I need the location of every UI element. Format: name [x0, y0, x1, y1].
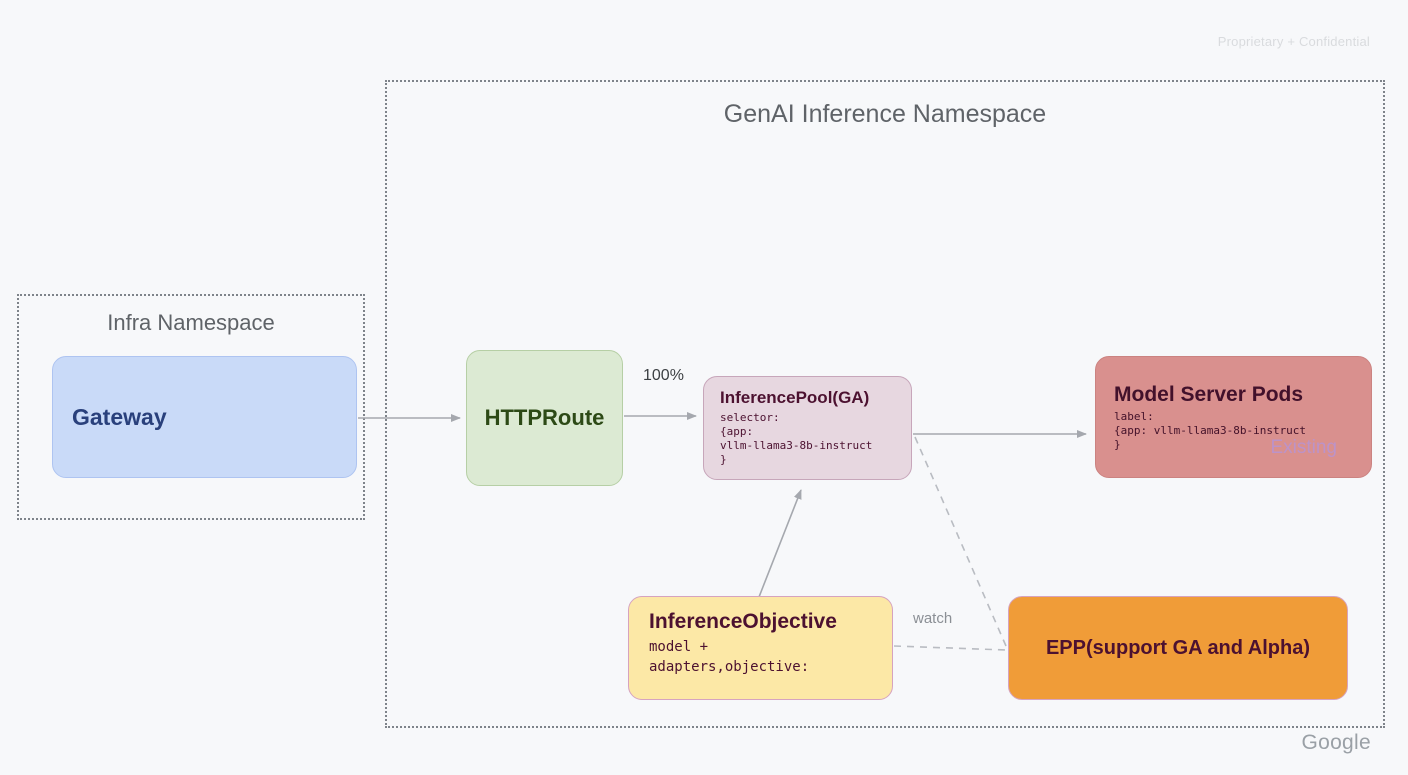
google-logo: Google [1301, 731, 1371, 754]
inference-pool-node: InferencePool(GA) selector: {app: vllm-l… [703, 376, 912, 480]
epp-label: EPP(support GA and Alpha) [1045, 636, 1311, 659]
model-server-pods-code-line: } [1114, 438, 1121, 451]
inference-objective-code-line: model + [649, 639, 709, 655]
epp-node: EPP(support GA and Alpha) [1008, 596, 1348, 700]
edge-label-watch: watch [913, 610, 953, 627]
edge-label-100-percent: 100% [643, 367, 684, 384]
gateway-node: Gateway [52, 356, 357, 478]
genai-namespace-container: GenAI Inference Namespace [385, 80, 1385, 728]
httproute-node: HTTPRoute [466, 350, 623, 486]
gateway-label: Gateway [72, 403, 167, 430]
genai-namespace-title: GenAI Inference Namespace [723, 100, 1047, 128]
inference-objective-title: InferenceObjective [649, 610, 837, 633]
model-server-pods-code-line: {app: vllm-llama3-8b-instruct [1114, 424, 1307, 437]
inference-pool-code-line: selector: [720, 411, 780, 424]
inference-objective-code-line: adapters,objective: [649, 659, 810, 675]
inference-pool-code-line: vllm-llama3-8b-instruct [720, 439, 873, 452]
infra-namespace-container: Infra Namespace [17, 294, 365, 520]
inference-pool-code-line: } [720, 453, 727, 466]
model-server-pods-node: Model Server Pods label: {app: vllm-llam… [1095, 356, 1372, 478]
confidential-label: Proprietary + Confidential [1217, 34, 1370, 49]
model-server-pods-title: Model Server Pods [1114, 383, 1304, 406]
inference-objective-node: InferenceObjective model + adapters,obje… [628, 596, 893, 700]
existing-status-label: Existing [1270, 437, 1337, 458]
inference-pool-title: InferencePool(GA) [720, 388, 870, 407]
model-server-pods-code-line: label: [1114, 410, 1154, 423]
inference-pool-code-line: {app: [720, 425, 754, 438]
httproute-label: HTTPRoute [484, 405, 605, 430]
infra-namespace-title: Infra Namespace [107, 310, 275, 335]
